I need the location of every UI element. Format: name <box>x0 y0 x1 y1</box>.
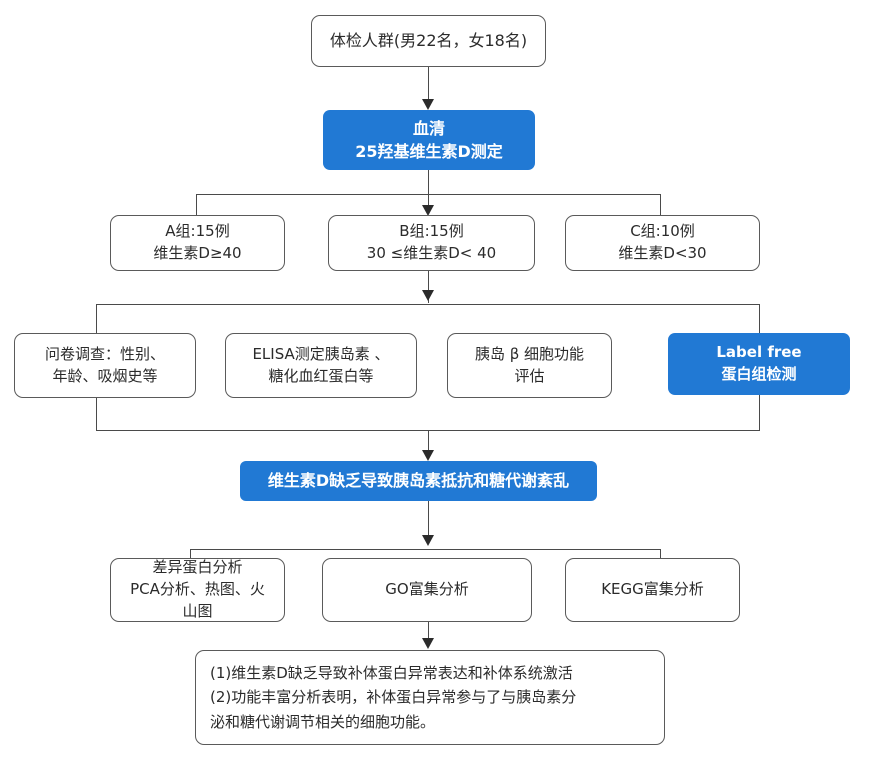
node-beta-cell[interactable]: 胰岛 β 细胞功能 评估 <box>447 333 612 398</box>
connector-banner-stub <box>428 430 429 454</box>
node-elisa[interactable]: ELISA测定胰岛素 、 糖化血红蛋白等 <box>225 333 417 398</box>
node-group-c[interactable]: C组:10例 维生素D<30 <box>565 215 760 271</box>
connector-go-to-findings-line <box>428 622 429 644</box>
node-cohort[interactable]: 体检人群(男22名，女18名) <box>311 15 546 67</box>
node-label-free[interactable]: Label free 蛋白组检测 <box>668 333 850 395</box>
node-group-a[interactable]: A组:15例 维生素D≥40 <box>110 215 285 271</box>
connector-groups-drop-left <box>196 194 197 215</box>
connector-groupb-stub <box>428 271 429 303</box>
connector-serum-stub <box>428 170 429 208</box>
connector-merge-riser-right <box>759 395 760 431</box>
node-kegg-analysis[interactable]: KEGG富集分析 <box>565 558 740 622</box>
node-go-analysis[interactable]: GO富集分析 <box>322 558 532 622</box>
connector-cohort-to-serum-arrow <box>422 99 434 110</box>
connector-cohort-to-serum-line <box>428 67 429 100</box>
connector-analyses-bus <box>190 549 660 550</box>
connector-analyses-arrow-center <box>422 535 434 546</box>
node-serum-assay[interactable]: 血清 25羟基维生素D测定 <box>323 110 535 170</box>
connector-groups-drop-right <box>660 194 661 215</box>
connector-banner-bus <box>96 430 759 431</box>
node-diff-protein[interactable]: 差异蛋白分析 PCA分析、热图、火 山图 <box>110 558 285 622</box>
connector-assays-drop-right <box>759 304 760 333</box>
connector-go-to-findings-arrow <box>422 638 434 649</box>
connector-banner-arrow <box>422 450 434 461</box>
connector-banner-to-analyses-stub <box>428 501 429 536</box>
node-questionnaire[interactable]: 问卷调查：性别、 年龄、吸烟史等 <box>14 333 196 398</box>
node-findings[interactable]: (1)维生素D缺乏导致补体蛋白异常表达和补体系统激活 (2)功能丰富分析表明，补… <box>195 650 665 745</box>
connector-assays-drop-left <box>96 304 97 333</box>
connector-groups-arrow-center <box>422 205 434 216</box>
connector-groups-bus <box>196 194 660 195</box>
connector-assays-arrow-center <box>422 290 434 301</box>
node-group-b[interactable]: B组:15例 30 ≤维生素D< 40 <box>328 215 535 271</box>
node-conclusion-banner[interactable]: 维生素D缺乏导致胰岛素抵抗和糖代谢紊乱 <box>240 461 597 501</box>
connector-assays-bus <box>96 304 759 305</box>
connector-merge-riser-left <box>96 398 97 431</box>
